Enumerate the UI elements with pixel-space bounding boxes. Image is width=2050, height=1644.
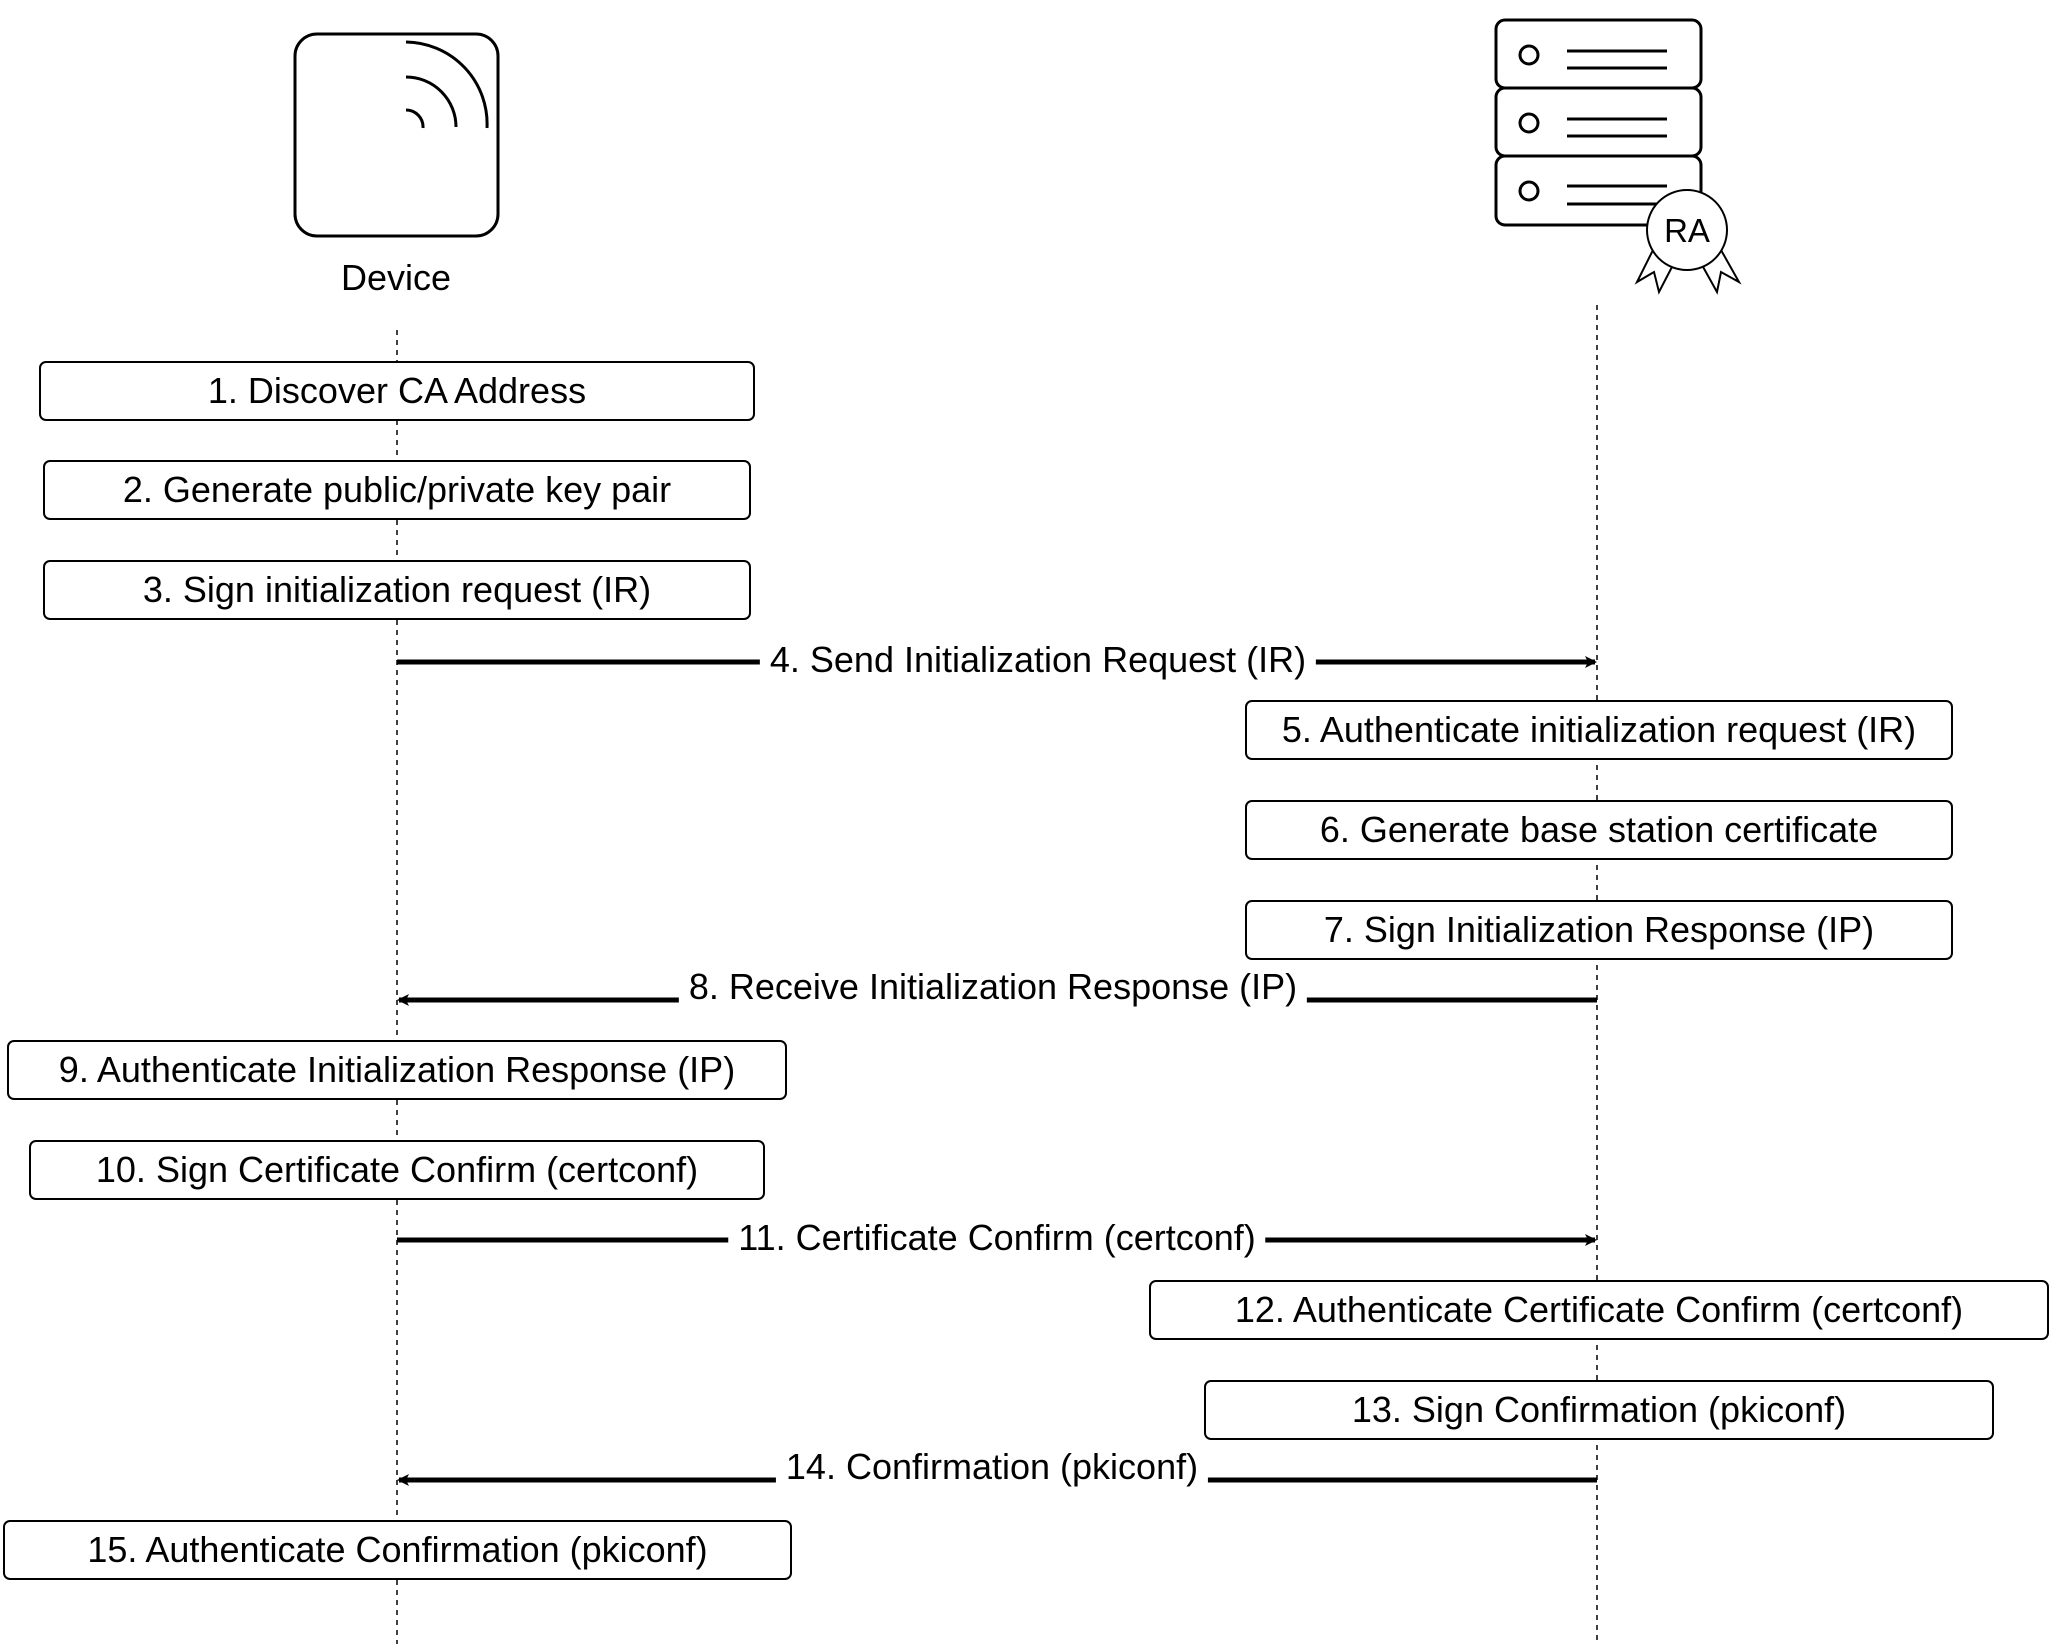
ra-label: RA (1664, 212, 1710, 249)
message-label-11: 11. Certificate Confirm (certconf) (728, 1218, 1266, 1258)
step-box-13: 13. Sign Confirmation (pkiconf) (1204, 1380, 1994, 1440)
step-box-15: 15. Authenticate Confirmation (pkiconf) (3, 1520, 792, 1580)
step-box-6: 6. Generate base station certificate (1245, 800, 1953, 860)
wireless-device-icon (293, 32, 500, 238)
step-box-2: 2. Generate public/private key pair (43, 460, 751, 520)
server-rack-icon (1494, 18, 1703, 227)
step-box-10: 10. Sign Certificate Confirm (certconf) (29, 1140, 765, 1200)
certificate-badge-icon: RA (1634, 189, 1742, 295)
step-box-7: 7. Sign Initialization Response (IP) (1245, 900, 1953, 960)
step-box-1: 1. Discover CA Address (39, 361, 755, 421)
message-label-4: 4. Send Initialization Request (IR) (759, 640, 1317, 680)
device-label: Device (340, 257, 452, 298)
step-box-5: 5. Authenticate initialization request (… (1245, 700, 1953, 760)
message-label-8: 8. Receive Initialization Response (IP) (678, 967, 1308, 1007)
step-box-12: 12. Authenticate Certificate Confirm (ce… (1149, 1280, 2049, 1340)
step-box-9: 9. Authenticate Initialization Response … (7, 1040, 787, 1100)
message-label-14: 14. Confirmation (pkiconf) (775, 1447, 1209, 1487)
step-box-3: 3. Sign initialization request (IR) (43, 560, 751, 620)
